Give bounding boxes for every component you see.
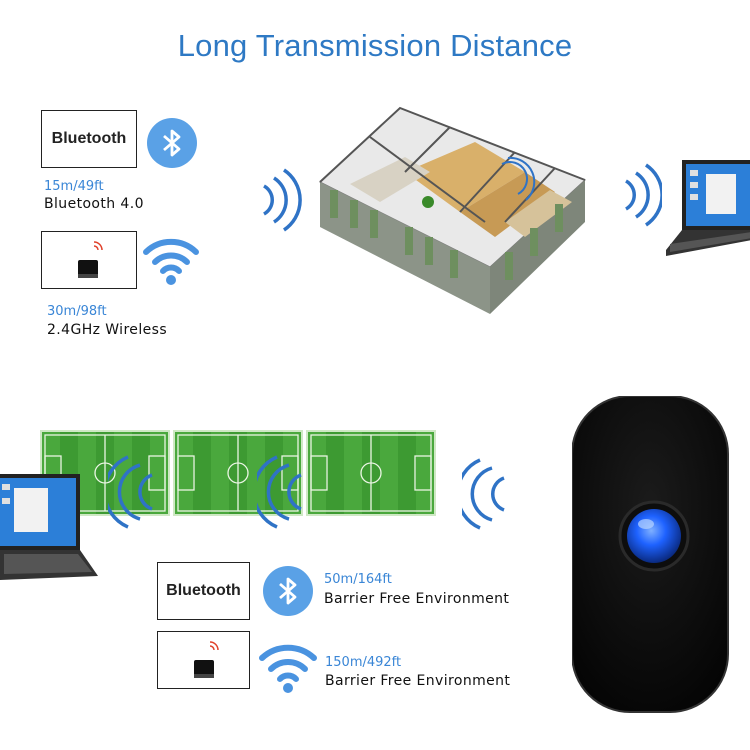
soccer-field	[173, 430, 303, 516]
bluetooth-icon	[147, 118, 197, 168]
bluetooth-icon	[263, 566, 313, 616]
outdoor-wireless-distance: 150m/492ft	[325, 655, 402, 670]
indoor-wireless-tech: 2.4GHz Wireless	[47, 322, 168, 338]
signal-waves-icon	[108, 455, 156, 529]
scanner-device	[572, 396, 732, 716]
usb-dongle-icon	[188, 638, 224, 682]
usb-dongle-icon	[72, 238, 108, 282]
wifi-icon	[142, 232, 200, 286]
house-floorplan	[310, 102, 595, 320]
soccer-field	[306, 430, 436, 516]
page-title: Long Transmission Distance	[177, 28, 573, 63]
outdoor-bluetooth-environment: Barrier Free Environment	[324, 591, 510, 607]
laptop-icon	[666, 160, 750, 260]
signal-waves-icon	[258, 168, 304, 232]
signal-waves-icon	[622, 163, 662, 227]
dongle-box	[41, 231, 137, 289]
bluetooth-label-box: Bluetooth	[157, 562, 250, 620]
bluetooth-box-label: Bluetooth	[166, 582, 241, 599]
bluetooth-box-label: Bluetooth	[51, 130, 127, 147]
outdoor-bluetooth-distance: 50m/164ft	[324, 572, 392, 587]
wifi-icon	[258, 638, 318, 694]
bluetooth-label-box: Bluetooth	[41, 110, 137, 168]
indoor-bluetooth-tech: Bluetooth 4.0	[44, 196, 144, 212]
signal-waves-icon	[462, 458, 508, 530]
indoor-bluetooth-distance: 15m/49ft	[44, 179, 104, 194]
signal-waves-icon	[257, 455, 305, 529]
outdoor-wireless-environment: Barrier Free Environment	[325, 673, 511, 689]
indoor-wireless-distance: 30m/98ft	[47, 304, 107, 319]
dongle-box	[157, 631, 250, 689]
laptop-icon	[0, 474, 98, 584]
